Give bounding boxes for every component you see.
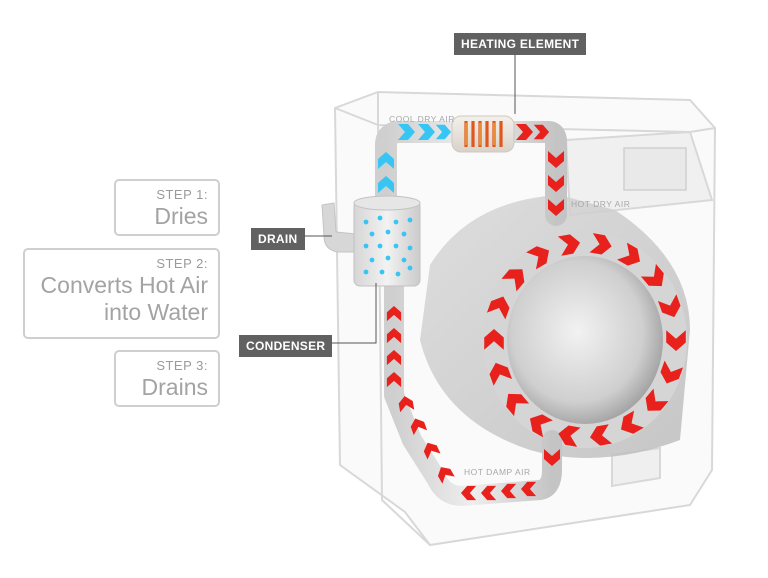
leader-lines bbox=[302, 52, 516, 344]
step-3-text: Drains bbox=[141, 374, 208, 400]
step-1-box: STEP 1: Dries bbox=[114, 179, 220, 236]
hot-damp-air-label: HOT DAMP AIR bbox=[464, 467, 531, 477]
step-2-text-line-2: into Water bbox=[104, 299, 208, 325]
hot-dry-air-label: HOT DRY AIR bbox=[571, 199, 631, 209]
condenser-label: CONDENSER bbox=[239, 335, 333, 357]
step-3-box: STEP 3: Drains bbox=[114, 350, 220, 407]
drain-spout bbox=[321, 202, 357, 253]
step-2-text-line-1: Converts Hot Air bbox=[40, 272, 208, 298]
step-1-text: Dries bbox=[154, 203, 208, 229]
heating-element bbox=[451, 115, 515, 153]
water-droplet-icon bbox=[363, 215, 413, 277]
control-display bbox=[623, 147, 687, 191]
drain-label: DRAIN bbox=[251, 228, 305, 250]
condenser bbox=[353, 195, 421, 287]
cool-dry-air-label: COOL DRY AIR bbox=[389, 114, 455, 124]
step-2-number: STEP 2: bbox=[156, 256, 208, 271]
step-2-box: STEP 2: Converts Hot Air into Water bbox=[23, 248, 220, 339]
step-1-number: STEP 1: bbox=[156, 187, 208, 202]
step-3-number: STEP 3: bbox=[156, 358, 208, 373]
heating-element-label: HEATING ELEMENT bbox=[454, 33, 587, 55]
